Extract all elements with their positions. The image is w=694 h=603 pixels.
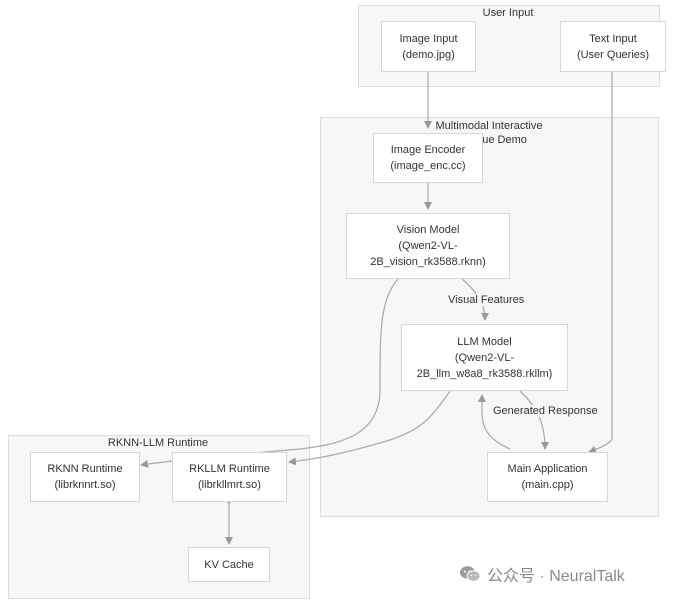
text-input-node: Text Input (User Queries) xyxy=(560,21,666,72)
edge-llm-to-rkllm xyxy=(288,390,451,466)
edge-llm-to-main-app xyxy=(519,390,549,450)
node-subtitle: (librknnrt.so) xyxy=(54,479,116,491)
wechat-icon xyxy=(460,566,481,582)
edge-label-visual-features: Visual Features xyxy=(446,294,527,306)
edge-vision-to-rknn xyxy=(140,278,399,468)
multimodal-demo-group xyxy=(320,117,659,517)
watermark-text: 公众号 · NeuralTalk xyxy=(487,568,625,585)
node-subtitle: (User Queries) xyxy=(576,48,650,61)
watermark: 公众号 · NeuralTalk xyxy=(459,562,625,586)
node-title: Main Application xyxy=(507,463,588,475)
node-subtitle: (image_enc.cc) xyxy=(390,160,466,172)
node-subtitle: (demo.jpg) xyxy=(402,48,455,61)
vision-model-node: Vision Model (Qwen2-VL- 2B_vision_rk3588… xyxy=(346,213,510,279)
node-subtitle: (librkllmrt.so) xyxy=(198,479,261,491)
llm-model-node: LLM Model (Qwen2-VL- 2B_llm_w8a8_rk3588.… xyxy=(401,324,568,391)
node-subtitle: 2B_llm_w8a8_rk3588.rkllm) xyxy=(416,367,553,380)
node-title: RKLLM Runtime xyxy=(189,463,270,475)
user-input-group-label: User Input xyxy=(482,7,534,19)
rknn-llm-runtime-group-label: RKNN-LLM Runtime xyxy=(107,437,209,449)
node-title: Image Input xyxy=(399,32,458,45)
node-title: LLM Model xyxy=(457,335,512,348)
rkllm-runtime-node: RKLLM Runtime (librkllmrt.so) xyxy=(172,452,287,502)
node-title: Vision Model xyxy=(396,224,460,236)
edge-text-input-to-main-app xyxy=(588,72,613,454)
edge-label-generated-response: Generated Response xyxy=(491,405,600,417)
node-subtitle: (Qwen2-VL- xyxy=(454,351,515,364)
node-subtitle: (Qwen2-VL- xyxy=(398,240,458,252)
edge-main-app-to-llm xyxy=(478,394,511,450)
node-title: RKNN Runtime xyxy=(47,463,123,475)
image-encoder-node: Image Encoder (image_enc.cc) xyxy=(373,133,483,183)
rknn-runtime-node: RKNN Runtime (librknnrt.so) xyxy=(30,452,140,502)
node-title: KV Cache xyxy=(204,558,254,571)
node-subtitle: 2B_vision_rk3588.rknn) xyxy=(370,256,486,268)
main-application-node: Main Application (main.cpp) xyxy=(487,452,608,502)
node-title: Image Encoder xyxy=(390,144,466,156)
node-subtitle: (main.cpp) xyxy=(521,479,574,491)
image-input-node: Image Input (demo.jpg) xyxy=(381,21,476,72)
node-title: Text Input xyxy=(589,32,637,45)
kv-cache-node: KV Cache xyxy=(188,547,270,582)
